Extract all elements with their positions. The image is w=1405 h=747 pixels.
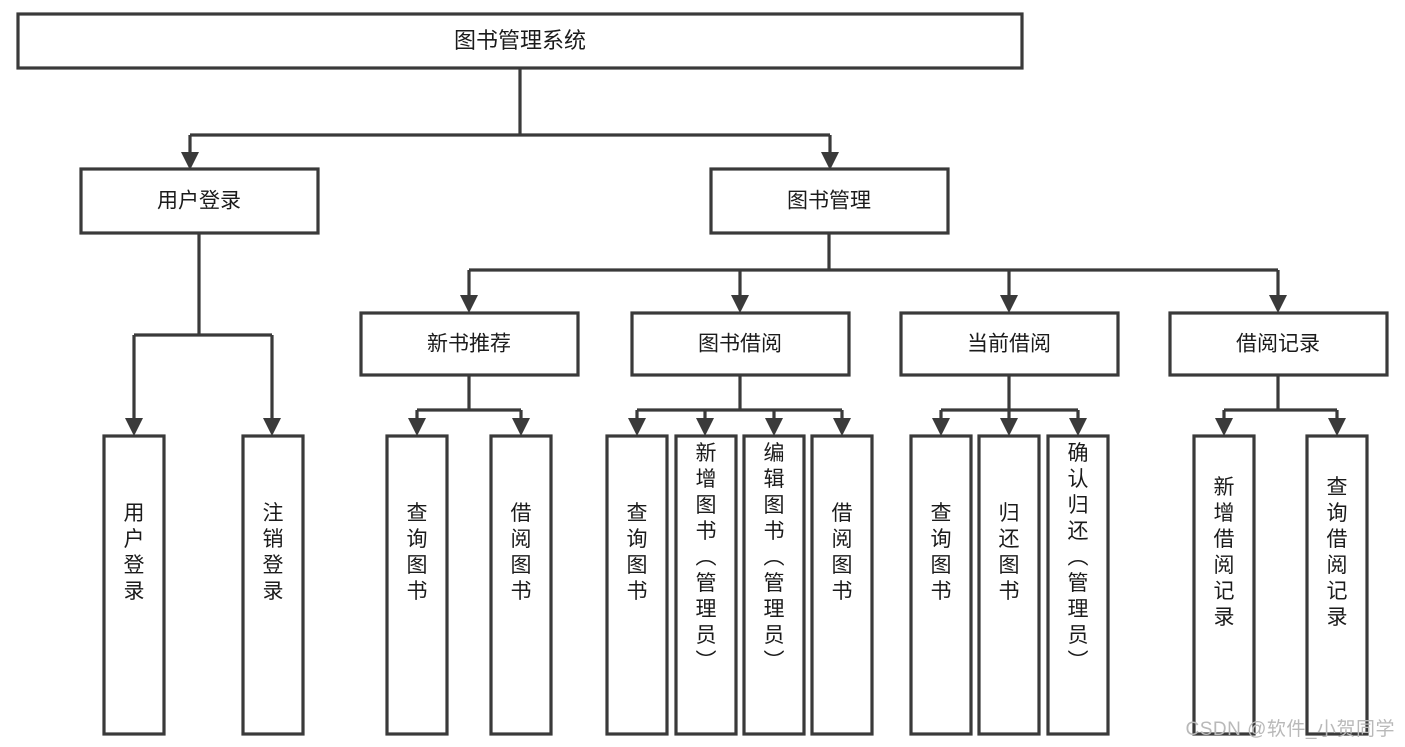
arrowhead-book-mgmt	[821, 152, 839, 170]
leaf-bb-edit-book-box[interactable]	[742, 434, 806, 736]
node-book-borrow-label: 图书借阅	[698, 333, 782, 356]
leaf-bb-edit-book-label: 编辑图书︵管理员︶	[764, 442, 785, 673]
leaf-cb-query-book-box[interactable]	[909, 434, 973, 736]
node-root-box[interactable]	[16, 12, 1024, 70]
node-root[interactable]: 图书管理系统	[16, 12, 1024, 70]
node-current-borrow-box[interactable]	[899, 311, 1120, 377]
node-borrow-record[interactable]: 借阅记录	[1168, 311, 1389, 377]
node-book-borrow-box[interactable]	[630, 311, 851, 377]
arrowhead-nb-query	[408, 418, 426, 436]
leaf-user-login-box[interactable]	[102, 434, 166, 736]
leaf-bb-edit-book[interactable]: 编辑图书︵管理员︶	[742, 434, 806, 736]
leaf-nb-query-book[interactable]: 查询图书	[385, 434, 449, 736]
connector-layer	[125, 68, 1346, 436]
leaf-br-add-record[interactable]: 新增借阅记录	[1192, 434, 1256, 736]
leaf-cb-confirm-return[interactable]: 确认归还︵管理员︶	[1046, 434, 1110, 736]
leaf-nb-query-book-label: 查询图书	[407, 502, 428, 603]
leaf-user-login-label: 用户登录	[124, 502, 145, 603]
arrowhead-br-add	[1215, 418, 1233, 436]
leaf-cb-query-book[interactable]: 查询图书	[909, 434, 973, 736]
arrowhead-br-query	[1328, 418, 1346, 436]
node-book-borrow[interactable]: 图书借阅	[630, 311, 851, 377]
arrowhead-bb-add	[696, 418, 714, 436]
leaf-bb-borrow-book-box[interactable]	[810, 434, 874, 736]
leaf-logout-label: 注销登录	[263, 502, 284, 603]
leaf-cb-return-book[interactable]: 归还图书	[977, 434, 1041, 736]
leaf-nb-borrow-book[interactable]: 借阅图书	[489, 434, 553, 736]
arrowhead-nb-borrow	[512, 418, 530, 436]
leaf-bb-borrow-book[interactable]: 借阅图书	[810, 434, 874, 736]
leaf-bb-add-book[interactable]: 新增图书︵管理员︶	[674, 434, 738, 736]
arrowhead-bb-edit	[765, 418, 783, 436]
leaf-cb-return-book-label: 归还图书	[999, 502, 1020, 603]
leaf-bb-query-book-label: 查询图书	[627, 502, 648, 603]
leaf-logout-box[interactable]	[241, 434, 305, 736]
node-user-login[interactable]: 用户登录	[79, 167, 320, 235]
leaf-cb-return-book-box[interactable]	[977, 434, 1041, 736]
leaf-br-add-record-box[interactable]	[1192, 434, 1256, 736]
node-book-management[interactable]: 图书管理	[709, 167, 950, 235]
leaf-bb-add-book-label: 新增图书︵管理员︶	[696, 442, 717, 673]
leaf-br-add-record-label: 新增借阅记录	[1214, 476, 1235, 629]
arrowhead-cb-return	[1000, 418, 1018, 436]
node-current-borrow-label: 当前借阅	[967, 333, 1051, 356]
leaf-bb-query-book-box[interactable]	[605, 434, 669, 736]
leaf-br-query-record-label: 查询借阅记录	[1327, 476, 1348, 629]
node-book-management-box[interactable]	[709, 167, 950, 235]
leaf-nb-query-book-box[interactable]	[385, 434, 449, 736]
arrowhead-leaf-user-login	[125, 418, 143, 436]
leaf-br-query-record-box[interactable]	[1305, 434, 1369, 736]
node-new-book-recommend-label: 新书推荐	[427, 333, 511, 356]
node-new-book-recommend-box[interactable]	[359, 311, 580, 377]
arrowhead-bb-borrow	[833, 418, 851, 436]
arrowhead-new-book	[460, 295, 478, 313]
node-borrow-record-label: 借阅记录	[1236, 333, 1320, 356]
leaf-cb-confirm-return-label: 确认归还︵管理员︶	[1068, 442, 1089, 673]
leaf-cb-query-book-label: 查询图书	[931, 502, 952, 603]
node-new-book-recommend[interactable]: 新书推荐	[359, 311, 580, 377]
node-user-login-label: 用户登录	[157, 190, 241, 213]
leaf-bb-borrow-book-label: 借阅图书	[832, 502, 853, 603]
arrowhead-bb-query	[628, 418, 646, 436]
leaf-br-query-record[interactable]: 查询借阅记录	[1305, 434, 1369, 736]
arrowhead-cb-query	[932, 418, 950, 436]
leaf-nb-borrow-book-box[interactable]	[489, 434, 553, 736]
arrowhead-leaf-logout	[263, 418, 281, 436]
leaf-user-login[interactable]: 用户登录	[102, 434, 166, 736]
arrowhead-current-borrow	[1000, 295, 1018, 313]
arrowhead-book-borrow	[731, 295, 749, 313]
node-root-label: 图书管理系统	[454, 28, 586, 53]
node-user-login-box[interactable]	[79, 167, 320, 235]
leaf-bb-query-book[interactable]: 查询图书	[605, 434, 669, 736]
node-current-borrow[interactable]: 当前借阅	[899, 311, 1120, 377]
arrowhead-cb-confirm	[1069, 418, 1087, 436]
leaf-bb-add-book-box[interactable]	[674, 434, 738, 736]
arrowhead-user-login	[181, 152, 199, 170]
leaf-cb-confirm-return-box[interactable]	[1046, 434, 1110, 736]
node-borrow-record-box[interactable]	[1168, 311, 1389, 377]
leaf-nb-borrow-book-label: 借阅图书	[511, 502, 532, 603]
leaf-logout[interactable]: 注销登录	[241, 434, 305, 736]
node-book-management-label: 图书管理	[787, 190, 871, 213]
arrowhead-borrow-record	[1269, 295, 1287, 313]
